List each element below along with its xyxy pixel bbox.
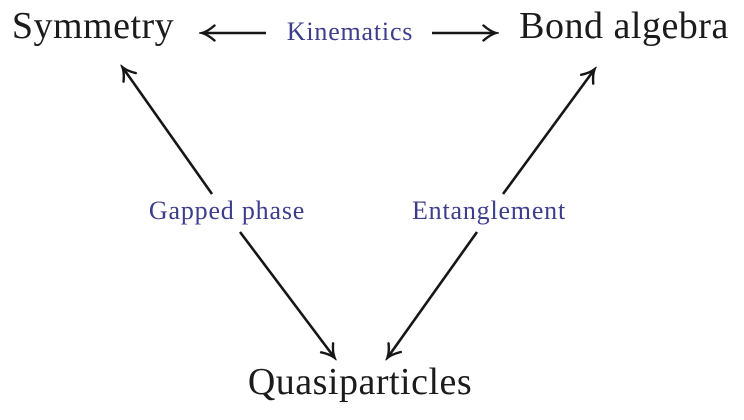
edge-label-gapped-phase: Gapped phase [148,196,306,225]
entanglement-arrow-to-bond-algebra [501,70,594,195]
edge-label-kinematics: Kinematics [286,17,414,46]
gapped-phase-arrow-to-quasiparticles [238,231,334,357]
edge-label-entanglement: Entanglement [412,196,566,225]
gapped-phase-arrow-to-symmetry [123,68,214,195]
node-symmetry: Symmetry [11,5,175,47]
node-bond-algebra: Bond algebra [519,5,729,47]
entanglement-arrow-to-quasiparticles [388,231,479,357]
node-quasiparticles: Quasiparticles [247,361,473,403]
